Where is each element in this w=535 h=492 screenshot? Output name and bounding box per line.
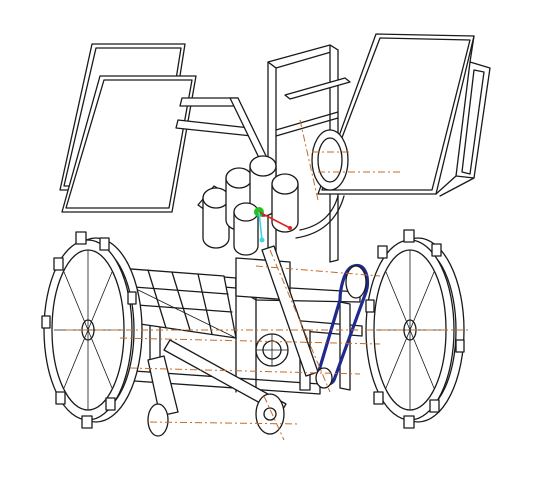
right-drive-wheel: [365, 229, 465, 429]
seed-drop-tube: [147, 245, 319, 437]
battery-cylinders: [197, 155, 345, 256]
left-solar-panel-lower: [61, 75, 197, 213]
left-panel-support-arms: [175, 97, 269, 165]
right-panel-frame: [435, 35, 491, 197]
center-axis-lines: [66, 119, 470, 441]
center-sprocket-gear: [255, 333, 289, 367]
drive-pulley-disk: [311, 129, 349, 191]
axis-triad-icon: [254, 207, 292, 243]
